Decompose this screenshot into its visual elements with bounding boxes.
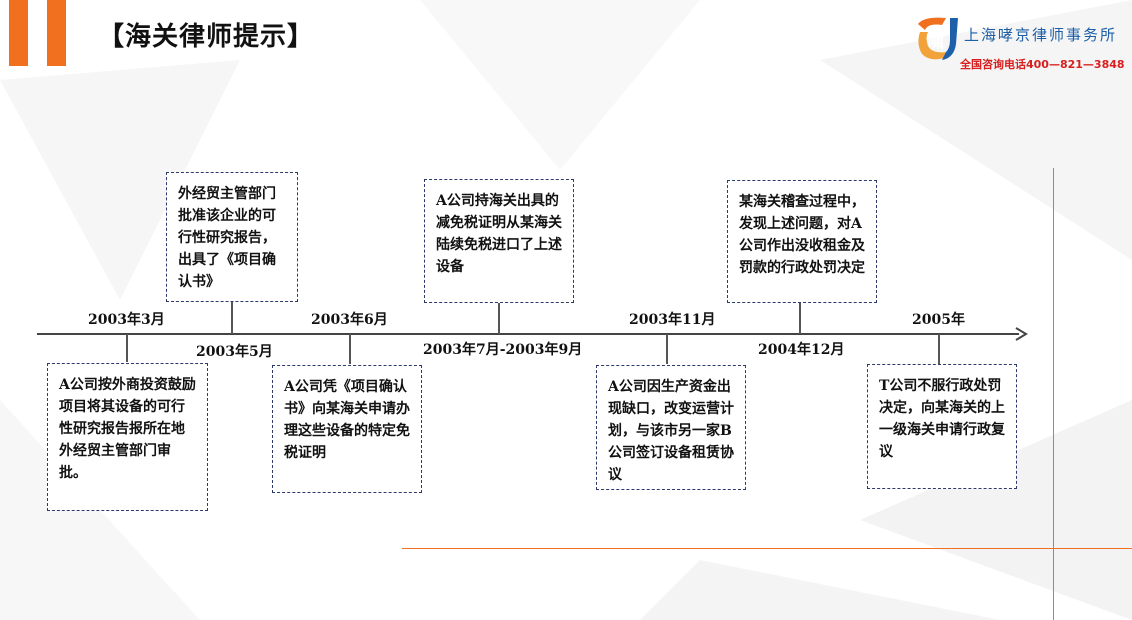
firm-name: 上海哮京律师事务所	[964, 26, 1118, 44]
firm-logo-mark-icon: 啸	[918, 17, 958, 60]
date-label: 2004年12月	[758, 342, 845, 358]
firm-logo: 啸 上海哮京律师事务所 全国咨询电话400—821—3848	[912, 14, 1125, 74]
event-box: T公司不服行政处罚决定，向某海关的上一级海关申请行政复议	[867, 364, 1017, 489]
decorative-horizontal-line	[402, 548, 1132, 549]
timeline-tick-2003-06	[349, 334, 351, 364]
event-box: 某海关稽查过程中，发现上述问题，对A公司作出没收租金及罚款的行政处罚决定	[727, 180, 877, 303]
event-box: A公司因生产资金出现缺口，改变运营计划，与该市另一家B公司签订设备租赁协议	[596, 365, 746, 490]
date-label: 2003年6月	[311, 312, 388, 328]
date-label: 2005年	[912, 312, 965, 328]
decorative-vertical-line	[1053, 168, 1054, 620]
timeline-arrow-icon	[1015, 327, 1028, 341]
event-box: A公司凭《项目确认书》向某海关申请办理这些设备的特定免税证明	[272, 365, 422, 493]
timeline-tick-2003-05	[231, 302, 233, 334]
event-box: A公司按外商投资鼓励项目将其设备的可行性研究报告报所在地外经贸主管部门审批。	[47, 363, 208, 511]
date-label: 2003年7月-2003年9月	[423, 342, 583, 358]
logo-mark-text: 啸	[928, 32, 944, 51]
page-title: 【海关律师提示】	[98, 22, 315, 52]
date-label: 2003年5月	[196, 344, 273, 360]
accent-bar-right	[47, 0, 66, 66]
timeline-tick-2005	[938, 334, 940, 364]
consult-phone: 全国咨询电话400—821—3848	[960, 58, 1125, 71]
event-box: 外经贸主管部门批准该企业的可行性研究报告，出具了《项目确认书》	[166, 172, 298, 302]
timeline-tick-2003-07	[498, 302, 500, 334]
date-label: 2003年3月	[88, 312, 165, 328]
date-label: 2003年11月	[629, 312, 716, 328]
timeline-tick-2003-11	[666, 334, 668, 364]
accent-bar-left	[9, 0, 28, 66]
event-box: A公司持海关出具的减免税证明从某海关陆续免税进口了上述设备	[424, 179, 574, 303]
timeline-tick-2003-03	[126, 334, 128, 362]
timeline-axis	[37, 333, 1019, 335]
timeline-tick-2004-12	[799, 302, 801, 334]
